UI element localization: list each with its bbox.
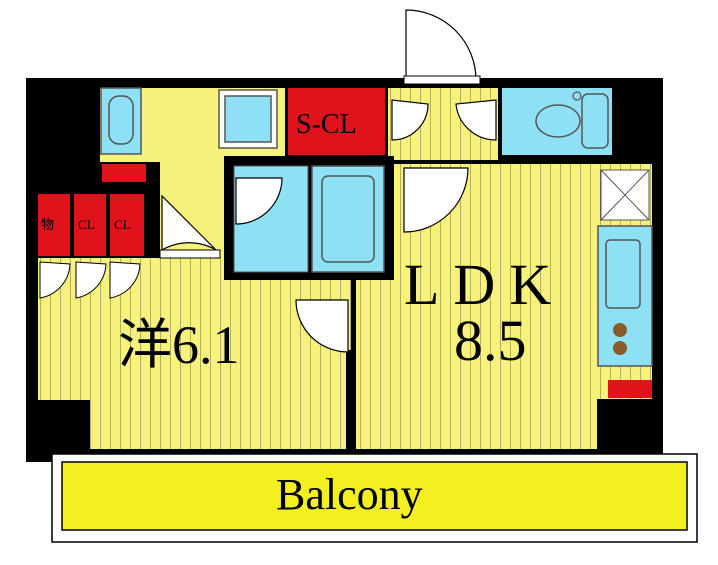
shoe-shelf [102,164,146,182]
kitchen-shelf [608,380,652,398]
ldk-label: LDK [404,252,566,317]
closet-door-1 [39,261,71,299]
toilet-paper [572,91,582,101]
ldk-door [403,167,469,233]
room-corner-wall [38,400,90,450]
entrance-threshold [403,75,481,85]
storage-label: 物 [41,217,55,232]
balcony-floor [61,461,688,531]
balcony-label: Balcony [276,470,423,519]
s-cl-label: S-CL [296,109,357,140]
ldk-size-label: 8.5 [454,308,527,373]
storage-closet [38,194,70,256]
ldk-floor [356,164,597,449]
western-room-label: 洋6.1 [118,315,240,375]
cl-closet-2 [110,194,144,256]
entrance-door [405,9,477,81]
closet-door-2 [75,261,107,299]
washbasin-bowl [108,95,134,145]
toilet-tank [581,93,609,149]
stove-burner-2 [613,341,627,355]
room-bath-door [295,299,349,353]
toilet-bowl [535,104,581,138]
cl-label-1: CL [78,217,95,232]
partition-wall [346,350,355,450]
closet-door-3 [109,261,141,299]
cl-label-2: CL [114,217,131,232]
room-door-frame [159,249,221,259]
stove-burner-1 [613,323,627,337]
room-door [161,194,217,252]
cl-closet-1 [74,194,106,256]
bathroom-door [235,177,283,225]
kitchen-sink [605,239,641,309]
s-cl-closet [288,88,385,155]
washing-machine-inner [224,95,272,143]
toilet-door [455,99,497,141]
bathtub-inner [321,175,375,263]
closet-door [391,99,429,141]
fridge-cross-2 [600,169,650,221]
